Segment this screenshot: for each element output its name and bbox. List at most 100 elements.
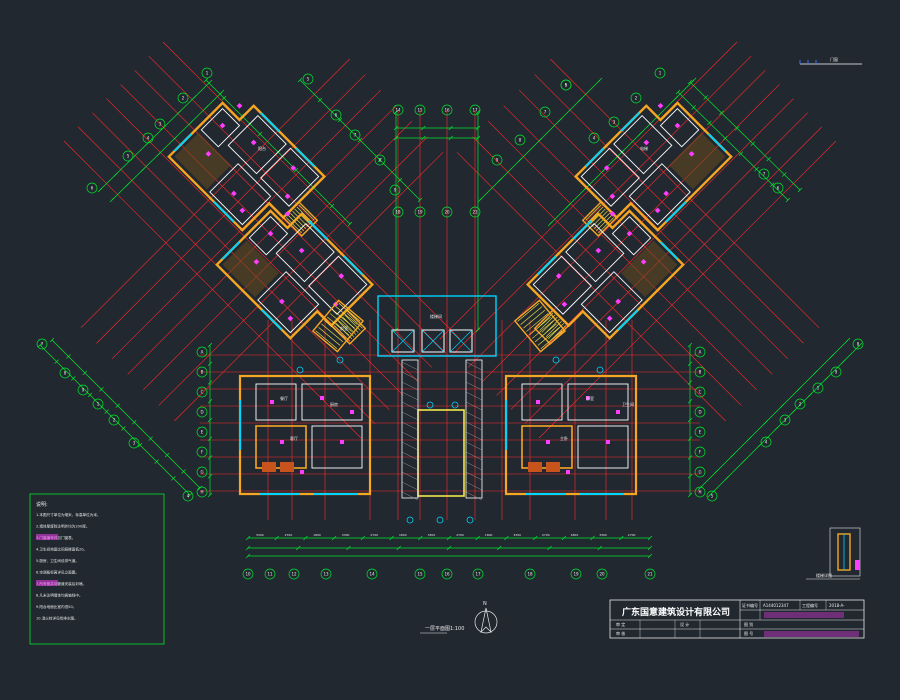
stair [282,200,319,237]
dim-tick [845,337,851,343]
grid-bubble-diag-label: 6 [91,186,94,191]
dim-tick [377,157,383,163]
dim-tick [557,117,563,123]
note-line: 2.墙体厚度除注明外均为200厚。 [36,524,89,529]
grid-bubble-diag [92,398,104,410]
fixture [536,400,540,404]
dim-tick [257,131,263,137]
marker [426,401,434,409]
inner-room [567,383,629,421]
dim-tick [504,535,509,541]
grid-bubble-top-label: 21 [472,210,478,215]
dim-tick [221,95,227,101]
marker [336,356,344,364]
dim-tick [782,172,787,177]
hatch [401,431,419,441]
window [707,133,727,152]
dim-tick [115,403,121,409]
note-line: 7.所有管井待管道安装后封堵。 [36,581,86,586]
grid-bubble-bottom [366,568,378,580]
axis-diag [158,136,428,406]
grid-bubble-bottom-label: 10 [245,572,251,577]
stair-tread [534,323,557,343]
inner-room [248,215,289,256]
grid-bubble-top-label: 18 [395,210,401,215]
grid-bubble-diag-label: 5 [565,83,568,88]
balcony-fill [280,462,294,472]
window [584,147,605,168]
grid-bubble-diag [108,414,120,426]
inner-room [227,115,287,175]
inner-room [257,271,320,334]
dim-text: 2700 [628,533,636,537]
dim-text: 2700 [456,533,464,537]
dim-tick [738,151,744,156]
dim-tick [245,545,251,551]
grid-bubble-diag-label: 7 [544,110,547,115]
axis-diag [96,74,366,344]
hatch [465,471,483,481]
core-stair [513,299,567,353]
grid-bubble-bottom-label: 12 [291,572,297,577]
note-line: 1.本图尺寸单位为毫米，标高单位为米。 [36,512,101,517]
grid-bubble-diag-label: 9 [496,158,499,163]
grid-bubble-diag [182,490,194,502]
dim-tick [687,455,693,460]
notes-heading: 说明: [36,501,48,508]
grid-bubble-diag [77,384,89,396]
hatch [465,371,483,381]
dim-tick [397,177,403,183]
grid-bubble-diag [812,382,824,394]
grid-bubble-diag [36,338,48,350]
dim-tick [561,535,567,541]
grid-bubble-top-label: 19 [417,210,423,215]
dim-tick [517,157,523,163]
hatch [401,381,419,391]
outer-wall [215,209,375,340]
grid-bubble-right [694,486,706,498]
dim-tick [71,376,76,381]
dim-tick [396,545,401,551]
grid-bubble-bottom [596,568,608,580]
grid-bubble-diag-label: 4 [593,136,596,141]
grid-bubble-diag [374,154,386,166]
fixture [657,102,664,109]
dim-tick [697,485,703,491]
grid-bubble-diag-label: 4 [765,440,768,445]
dim-tick [331,535,337,541]
unit-outer-wall [504,374,638,496]
grid-bubble-top-label: 20 [444,210,450,215]
grid-bubble-diag-label: 2 [799,402,802,407]
grid-bubble-left [196,406,208,418]
dim-tick [857,342,863,348]
grid-bubble-left-label: A [201,350,204,355]
grid-bubble-left [196,346,208,358]
stair-tread [531,320,554,339]
core-stair [311,299,365,353]
stair-tread [529,316,551,336]
marker [552,356,560,364]
dim-tick [796,387,801,392]
inner-room [611,215,652,256]
grid-bubble-left [196,426,208,438]
note-highlight [36,534,58,540]
dim-tick [647,545,653,551]
inner-room [311,425,363,469]
grid-bubble-left-label: B [201,370,204,375]
stair-tread [537,327,560,346]
dim-tick [547,221,553,227]
room-label: 餐厅 [280,395,288,401]
grid-bubble-diag [760,436,772,448]
dim-line [99,81,211,191]
grid-bubble-diag [389,184,401,196]
stair-wall [282,200,319,237]
dim-tick [750,141,756,146]
grid-bubble-diag [514,134,526,146]
north-arrow: N [474,601,498,634]
design-label: 设 计 [680,621,689,627]
grid-bubble-diag-label: 6 [335,113,338,118]
grid-bubble-top [469,104,481,116]
dim-tick [207,380,213,385]
dim-tick [763,419,769,425]
lower-unit [504,374,638,496]
